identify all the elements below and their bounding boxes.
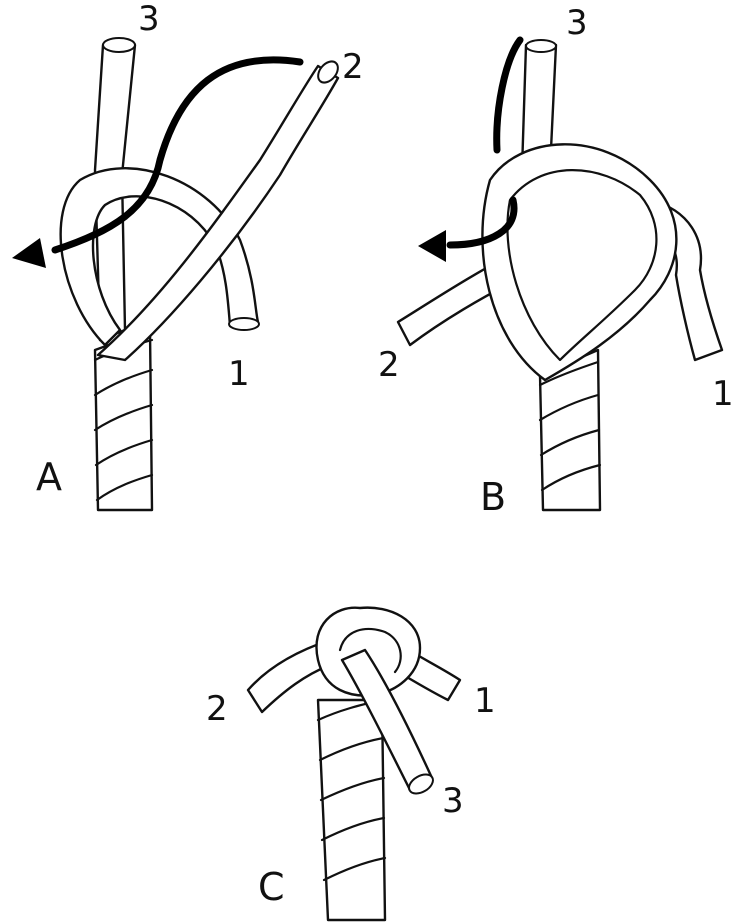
strand-label-3-c: 3 (442, 781, 464, 821)
panel-label-a: A (36, 455, 62, 499)
strand-label-2-b: 2 (378, 345, 400, 385)
panel-label-c: C (258, 865, 285, 909)
strand-label-2-c: 2 (206, 689, 228, 729)
panel-label-b: B (480, 475, 506, 519)
arrowhead-b (418, 230, 446, 262)
panel-b: 3 2 1 B (378, 3, 734, 519)
strand-label-2-a: 2 (342, 47, 364, 87)
strand-3-end-a (103, 38, 135, 52)
strand-3-end-b (526, 40, 556, 52)
arrow-b (497, 40, 520, 150)
rope-body-c (318, 700, 385, 920)
panel-c: 2 1 3 C (206, 608, 496, 920)
strand-label-3-a: 3 (138, 0, 160, 39)
strand-1-end-a (229, 318, 259, 330)
strand-label-1-b: 1 (712, 374, 734, 414)
strand-label-1-c: 1 (474, 681, 496, 721)
strand-label-3-b: 3 (566, 3, 588, 43)
arrowhead-a (12, 238, 46, 268)
panel-a: 3 2 1 A (12, 0, 364, 510)
strand-label-1-a: 1 (228, 354, 250, 394)
